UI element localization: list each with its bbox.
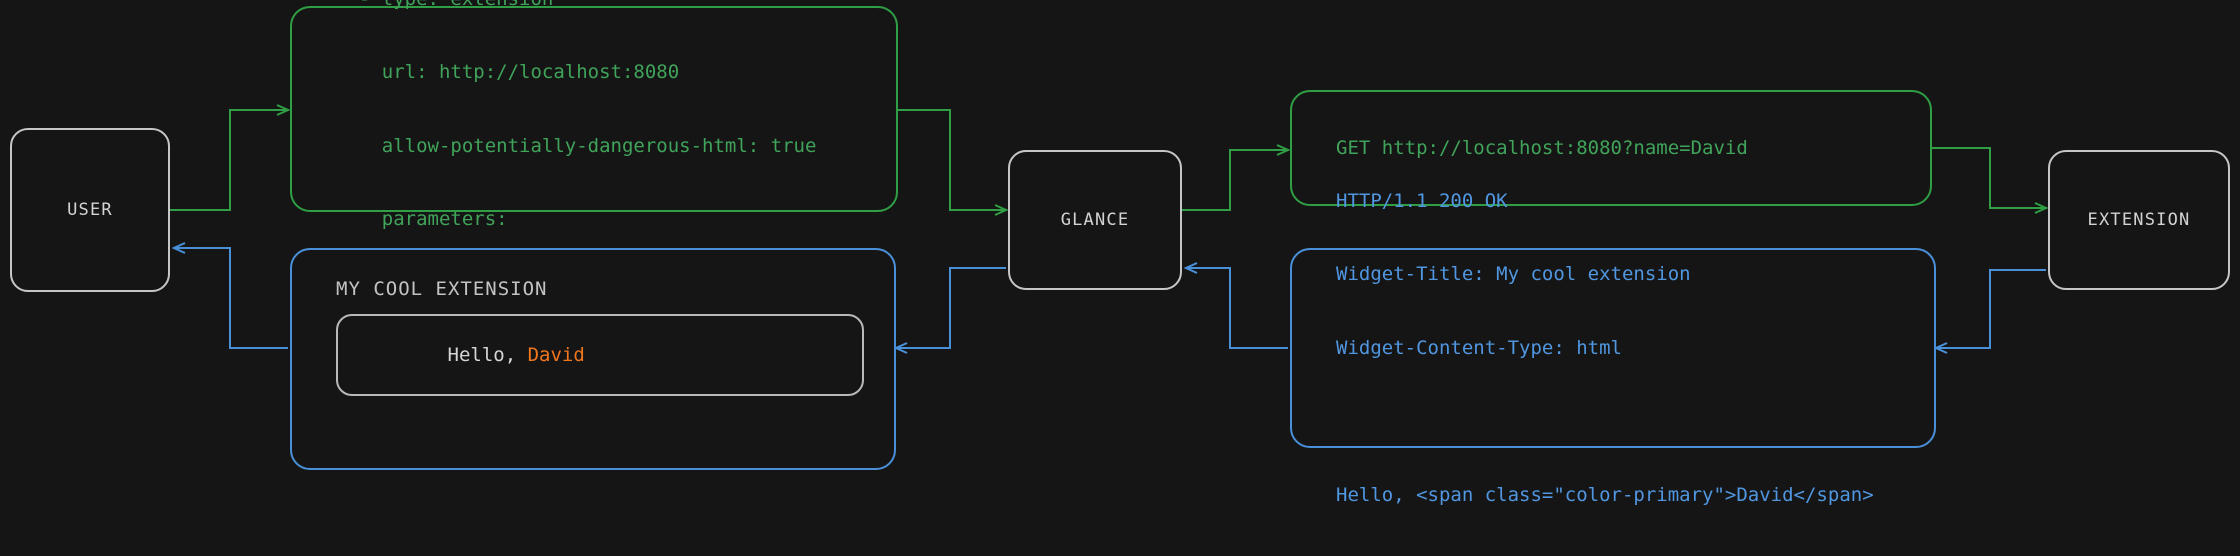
edge-user-to-config xyxy=(170,110,288,211)
edge-config-to-glance xyxy=(898,109,1006,210)
node-glance-label: GLANCE xyxy=(1060,210,1130,230)
node-glance[interactable]: GLANCE xyxy=(1008,150,1182,290)
node-extension[interactable]: EXTENSION xyxy=(2048,150,2230,290)
http-request-box: GET http://localhost:8080?name=David xyxy=(1290,90,1932,206)
http-response-box: HTTP/1.1 200 OK Widget-Title: My cool ex… xyxy=(1290,190,1936,506)
widget-body-accent: David xyxy=(527,344,585,366)
edge-extension-to-response xyxy=(1936,269,2046,348)
widget-preview-card: Hello, David xyxy=(336,314,864,396)
config-line: allow-potentially-dangerous-html: true xyxy=(336,134,817,157)
response-blank-line xyxy=(1336,409,1934,434)
response-line: Widget-Content-Type: html xyxy=(1336,336,1622,359)
edge-glance-to-widget xyxy=(896,267,1006,348)
edge-request-to-extension xyxy=(1932,147,2046,208)
widget-preview-title: MY COOL EXTENSION xyxy=(336,278,548,300)
config-yaml-box: widgets: - type: extension url: http://l… xyxy=(290,0,898,304)
edge-widget-to-user xyxy=(174,248,288,349)
config-line: - type: extension xyxy=(336,0,896,11)
config-line: url: http://localhost:8080 xyxy=(336,61,680,83)
node-user-label: USER xyxy=(67,200,113,220)
config-line: parameters: xyxy=(336,208,508,230)
edge-glance-to-request xyxy=(1182,150,1288,211)
edge-response-to-glance xyxy=(1186,268,1288,349)
node-user[interactable]: USER xyxy=(10,128,170,292)
response-line: HTTP/1.1 200 OK xyxy=(1336,189,1508,212)
widget-preview-body: Hello, David xyxy=(356,322,585,388)
response-line: Widget-Title: My cool extension xyxy=(1336,263,1691,286)
widget-body-prefix: Hello, xyxy=(447,344,528,366)
widget-preview-box: MY COOL EXTENSION Hello, David xyxy=(290,248,896,470)
diagram-canvas: USER GLANCE EXTENSION widgets: - type: e… xyxy=(10,0,2230,506)
http-response-text: HTTP/1.1 200 OK Widget-Title: My cool ex… xyxy=(1292,140,1934,556)
node-extension-label: EXTENSION xyxy=(2087,210,2191,230)
response-line: Hello, <span class="color-primary">David… xyxy=(1336,483,1874,506)
request-line: GET http://localhost:8080?name=David xyxy=(1336,136,1748,159)
http-request-text: GET http://localhost:8080?name=David xyxy=(1292,87,1930,210)
